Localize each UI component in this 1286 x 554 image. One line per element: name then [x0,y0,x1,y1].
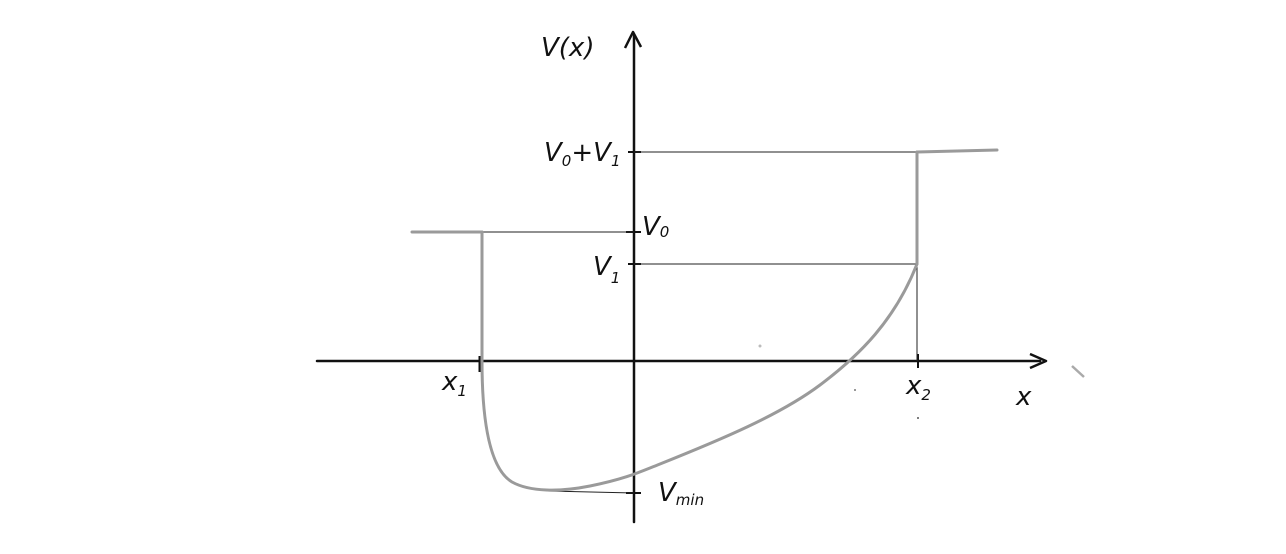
v1-label: V1 [593,252,620,287]
stray-dot [917,417,919,419]
x1-label: x1 [441,367,467,400]
v0-label: V0 [642,212,669,242]
stray-mark [1071,365,1085,378]
vmin-label: Vmin [658,478,704,509]
potential-curve [410,148,999,492]
well-bottom [480,262,919,492]
x-axis-label: x [1015,382,1032,412]
stray-dot [854,389,856,391]
guide-vmin [547,490,635,494]
x2-label: x2 [905,371,931,404]
stray-dot [758,344,762,348]
v0-plus-v1-label: V0+V1 [544,138,620,170]
x-axis-arrowhead [1029,352,1048,370]
right-plateau [915,148,999,154]
y-axis-arrowhead [623,30,643,49]
y-axis-label: V(x) [541,33,594,63]
